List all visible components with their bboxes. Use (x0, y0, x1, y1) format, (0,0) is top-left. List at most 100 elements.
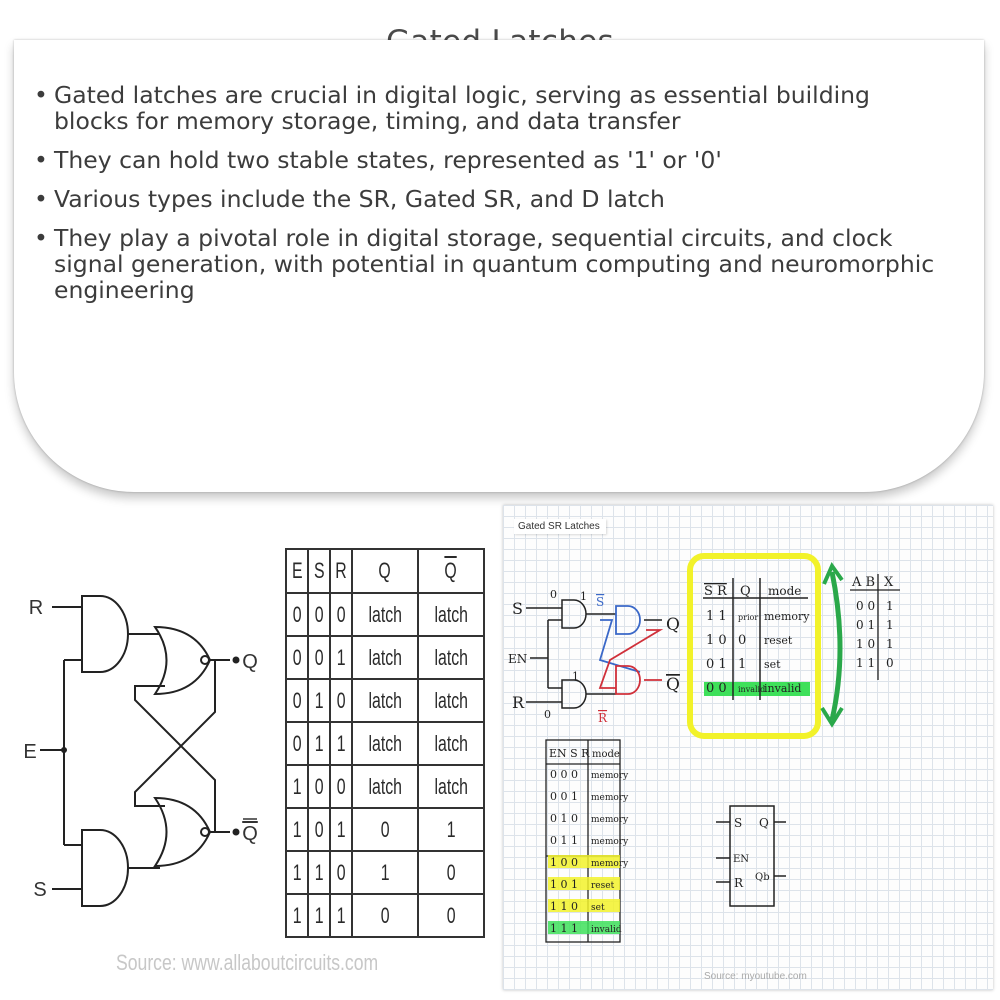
truth-table-cell: 1 (307, 893, 331, 938)
truth-table-cell: 0 (417, 850, 485, 895)
wb-rbar: R (598, 711, 608, 725)
nand-header-ab: A B (851, 575, 875, 590)
en-row-highlight (548, 855, 620, 868)
en-header-mode: mode (592, 749, 620, 760)
en-row-ensr: 0 1 0 (550, 812, 578, 825)
truth-table-cell: 1 (307, 850, 331, 895)
truth-cell-value: 1 (336, 816, 346, 842)
truth-cell-value: latch (434, 773, 468, 799)
truth-table-cell: latch (417, 635, 485, 680)
truth-table-cell: 0 (351, 807, 419, 852)
bullet-card (14, 40, 984, 492)
wb-mid-1b: 1 (572, 670, 579, 683)
wb-val-s: 0 (550, 588, 557, 601)
label-q: Q (242, 651, 258, 673)
truth-cell-value: latch (368, 601, 402, 627)
truth-cell-value: 0 (336, 859, 346, 885)
truth-cell-value: 0 (336, 773, 346, 799)
mode-header-mode: mode (768, 584, 801, 598)
wb-input-en: EN (508, 652, 527, 666)
block-s: S (734, 816, 742, 830)
truth-table-cell: 1 (329, 721, 353, 766)
truth-cell-value: 1 (314, 730, 324, 756)
en-row-ensr: 0 1 1 (550, 834, 578, 847)
en-row-mode: memory (591, 815, 629, 825)
truth-table-cell: 0 (329, 850, 353, 895)
mode-row-sr: 0 1 (706, 657, 727, 672)
nor-bubble-top (200, 655, 210, 665)
truth-table-cell: 1 (329, 635, 353, 680)
mode-row-sr: 0 0 (706, 681, 727, 696)
bullet-dot: • (34, 146, 48, 174)
truth-table-cell: latch (417, 721, 485, 766)
mode-row-mode: reset (764, 634, 793, 647)
en-row-mode: reset (591, 881, 615, 891)
label-s: S (33, 879, 46, 901)
truth-cell-value: 0 (446, 859, 456, 885)
truth-table-cell: 1 (285, 764, 309, 809)
header-e: E (291, 558, 303, 583)
mode-header-q: Q (740, 584, 751, 599)
nor-gate-top (153, 625, 212, 696)
truth-cell-value: 0 (380, 902, 390, 928)
whiteboard-source-caption: Source: myoutube.com (704, 971, 807, 982)
bullet-text: Various types include the SR, Gated SR, … (54, 185, 665, 213)
en-row-mode: memory (591, 793, 629, 803)
nand-row-ab: 1 1 (856, 656, 875, 670)
truth-table-cell: 1 (329, 807, 353, 852)
mode-row-q: 1 (738, 657, 746, 672)
wb-out-q: Q (666, 615, 680, 635)
header-cell: Q (351, 548, 419, 594)
truth-cell-value: latch (434, 730, 468, 756)
truth-table-cell: 0 (285, 721, 309, 766)
truth-table-cell: 1 (307, 721, 331, 766)
truth-cell-value: 1 (446, 816, 456, 842)
en-row-mode: memory (591, 837, 629, 847)
truth-table-cell: 1 (285, 807, 309, 852)
truth-cell-value: 1 (336, 902, 346, 928)
truth-cell-value: 1 (314, 687, 324, 713)
label-qbar: Q (242, 823, 258, 845)
label-e: E (23, 741, 36, 763)
en-row-ensr: 0 0 0 (550, 768, 578, 781)
and-gate-bottom (81, 829, 129, 907)
bullet-item: •Various types include the SR, Gated SR,… (30, 186, 950, 212)
truth-table-cell: latch (351, 678, 419, 723)
header-cell: R (329, 548, 353, 594)
truth-cell-value: 0 (380, 816, 390, 842)
nand-row-ab: 1 0 (856, 637, 875, 651)
nand-row-x: 1 (886, 618, 894, 632)
mode-row-mode: memory (764, 610, 810, 623)
header-q: Q (378, 558, 392, 583)
truth-cell-value: 0 (292, 601, 302, 627)
bullet-dot: • (34, 224, 48, 252)
truth-table-cell: 0 (307, 807, 331, 852)
nand-row-x: 1 (886, 599, 894, 613)
en-row-ensr: 1 0 0 (550, 856, 578, 869)
truth-cell-value: 1 (292, 902, 302, 928)
mode-row-q: 0 (738, 633, 746, 648)
en-row-highlight (548, 921, 620, 934)
truth-cell-value: 1 (380, 859, 390, 885)
truth-table-cell: 0 (417, 893, 485, 938)
bullet-text: They can hold two stable states, represe… (54, 146, 722, 174)
truth-cell-value: latch (368, 730, 402, 756)
truth-table-cell: 0 (329, 764, 353, 809)
truth-cell-value: latch (368, 644, 402, 670)
bullet-item: •Gated latches are crucial in digital lo… (30, 82, 950, 134)
mode-header-sr: S R (704, 584, 728, 599)
truth-cell-value: 0 (292, 730, 302, 756)
nand-row-ab: 0 1 (856, 618, 875, 632)
en-row-highlight (548, 877, 620, 890)
gated-latch-circuit-diagram: R E S Q Q (23, 595, 258, 907)
truth-table-cell: 1 (285, 850, 309, 895)
truth-cell-value: latch (368, 687, 402, 713)
bullet-dot: • (34, 185, 48, 213)
bullet-item: •They can hold two stable states, repres… (30, 147, 950, 173)
truth-cell-value: latch (434, 601, 468, 627)
truth-cell-value: latch (434, 644, 468, 670)
